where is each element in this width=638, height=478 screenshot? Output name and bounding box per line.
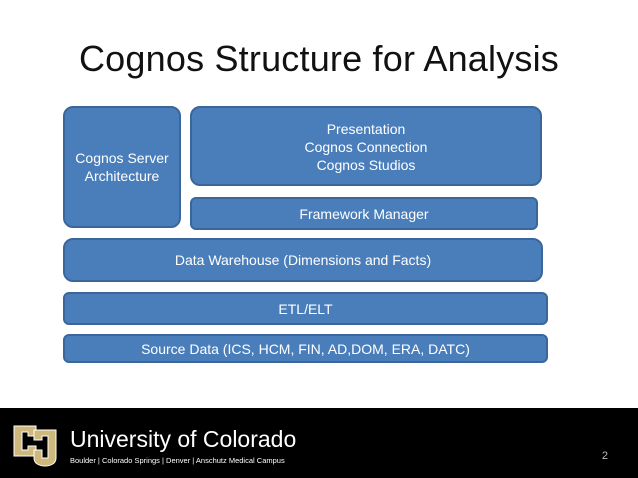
framework-manager-box: Framework Manager [190,197,538,230]
presentation-line-2: Cognos Connection [304,139,428,155]
cognos-server-architecture-box: Cognos Server Architecture [63,106,181,228]
server-architecture-line-1: Cognos Server [75,150,169,166]
presentation-box: Presentation Cognos Connection Cognos St… [190,106,542,186]
source-data-label: Source Data (ICS, HCM, FIN, AD,DOM, ERA,… [141,340,470,357]
footer-bar: University of Colorado Boulder | Colorad… [0,408,638,478]
cu-logo-icon [13,425,57,467]
server-architecture-line-2: Architecture [84,168,160,184]
presentation-line-1: Presentation [326,121,406,137]
data-warehouse-box: Data Warehouse (Dimensions and Facts) [63,238,543,282]
source-data-box: Source Data (ICS, HCM, FIN, AD,DOM, ERA,… [63,334,548,363]
campus-list: Boulder | Colorado Springs | Denver | An… [70,456,285,465]
data-warehouse-label: Data Warehouse (Dimensions and Facts) [174,252,432,268]
framework-manager-label: Framework Manager [299,205,429,222]
university-name: University of Colorado [70,426,297,452]
slide-title: Cognos Structure for Analysis [78,38,560,79]
etl-box: ETL/ELT [63,292,548,325]
presentation-line-3: Cognos Studios [316,157,416,173]
page-number: 2 [601,450,608,462]
etl-label: ETL/ELT [278,300,333,317]
